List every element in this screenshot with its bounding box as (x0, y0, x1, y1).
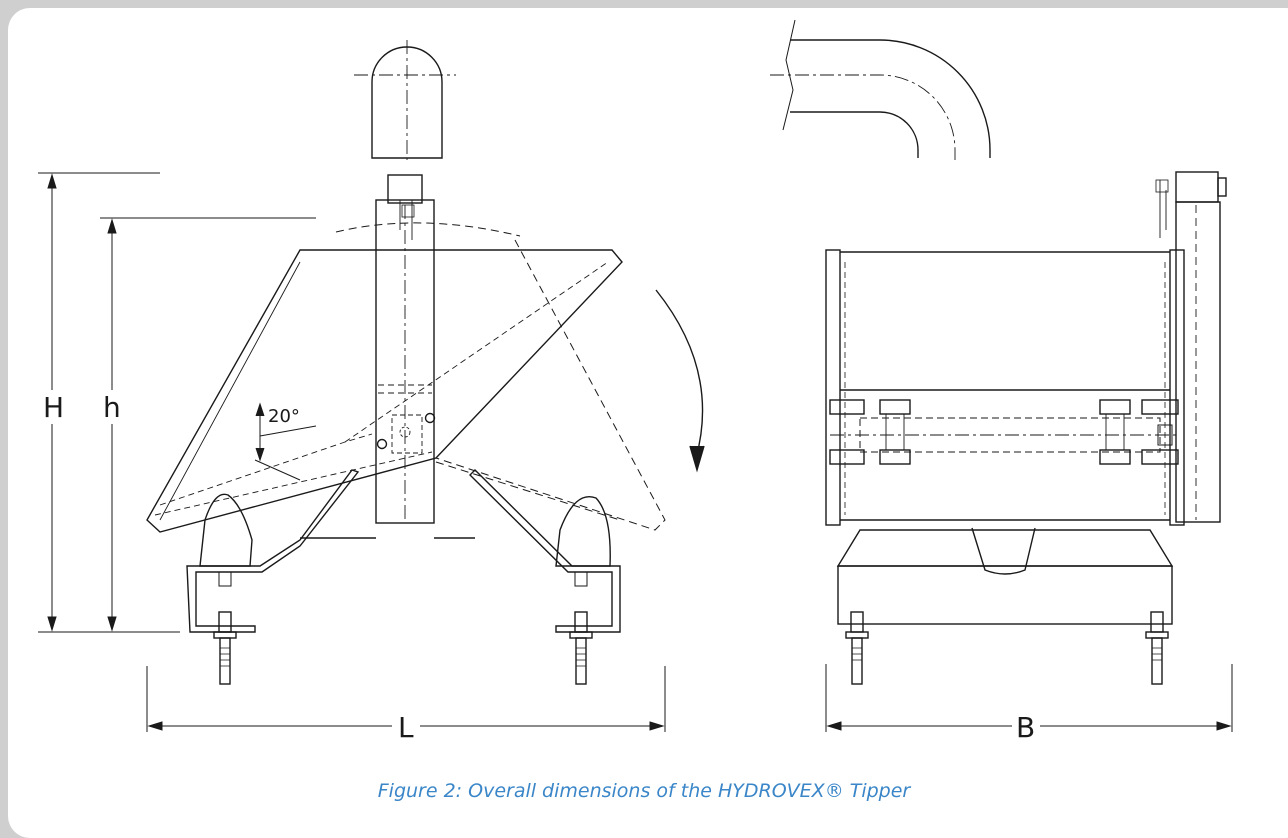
tipping-bucket (146, 249, 623, 533)
dimension-h-label: h (103, 391, 121, 424)
dimension-B-label: B (1016, 711, 1035, 744)
dimension-L (146, 666, 666, 732)
inlet-pipe-end-view (354, 40, 456, 160)
figure-panel: 20° (8, 8, 1288, 838)
side-anchor-bolts (845, 611, 1169, 685)
technical-drawing: 20° (38, 19, 1233, 744)
angle-label: 20° (268, 406, 300, 427)
support-column (375, 174, 436, 524)
figure-caption: Figure 2: Overall dimensions of the HYDR… (377, 780, 911, 802)
rotation-arrow (655, 289, 705, 473)
front-view: 20° (38, 40, 705, 744)
base-plinth (836, 529, 1174, 625)
angle-annotation (254, 402, 317, 481)
tank-body (825, 249, 1185, 526)
buffer-cones (199, 493, 611, 567)
dimension-B (825, 664, 1233, 732)
side-view: B (770, 19, 1233, 744)
center-buffer (971, 527, 1036, 575)
inlet-pipe-bend (770, 19, 991, 160)
pivot-shaft (829, 399, 1180, 465)
level-sensor (1155, 171, 1227, 523)
dimension-H (38, 172, 180, 633)
anchor-bolts (213, 571, 593, 685)
dimension-L-label: L (398, 711, 414, 744)
base-frame (186, 469, 621, 633)
dimension-h (100, 217, 316, 632)
tipped-bucket-outline (335, 222, 666, 531)
dimension-H-label: H (43, 391, 64, 424)
